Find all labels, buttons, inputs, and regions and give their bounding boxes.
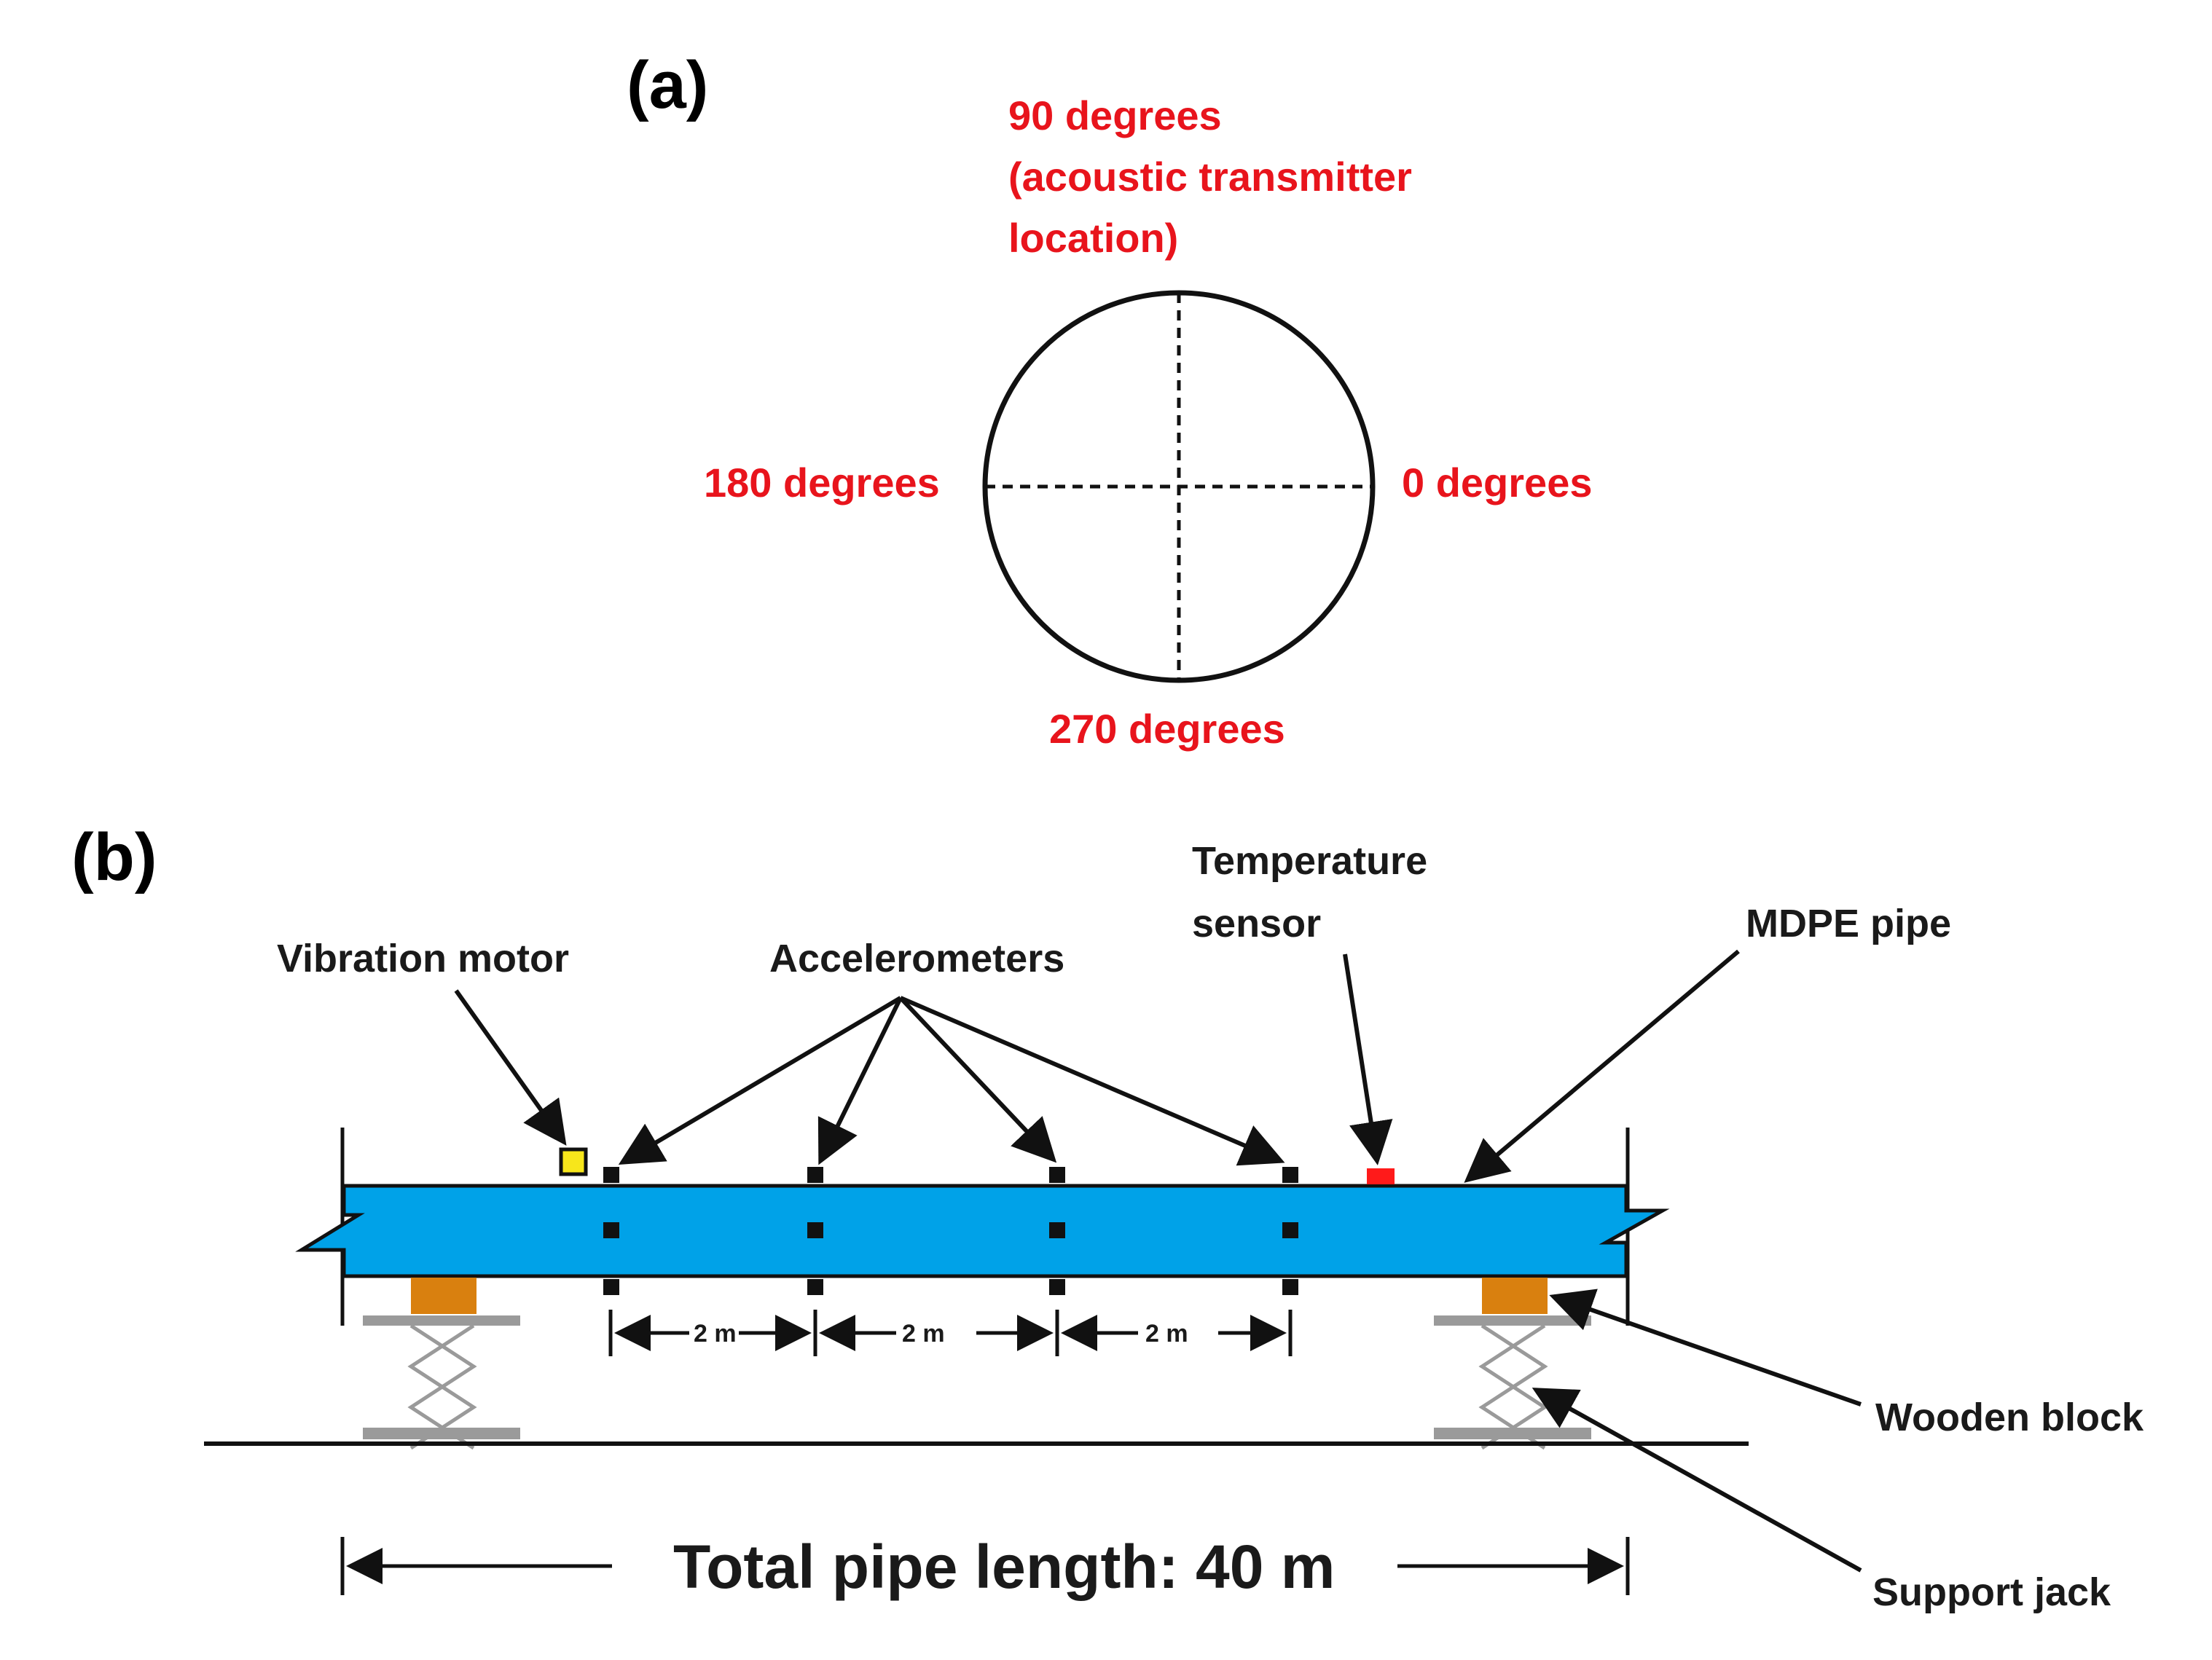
accelerometer-2 — [807, 1167, 823, 1295]
temperature-sensor-label-line2: sensor — [1192, 902, 1321, 945]
vibration-motor-label: Vibration motor — [277, 937, 569, 980]
vibration-motor — [559, 1147, 588, 1176]
angle-180-label: 180 degrees — [704, 460, 940, 506]
mdpe-pipe-label: MDPE pipe — [1746, 902, 1951, 945]
accelerometer-1 — [603, 1167, 619, 1295]
panel-b-label: (b) — [71, 820, 157, 894]
wooden-block-right — [1482, 1278, 1548, 1314]
total-length-dimension — [340, 1537, 1630, 1595]
angle-0-label: 0 degrees — [1402, 460, 1593, 506]
support-jack-label: Support jack — [1872, 1570, 2111, 1614]
angle-90-label-line2: (acoustic transmitter — [1008, 154, 1412, 200]
spacing-label-2: 2 m — [902, 1320, 945, 1348]
orientation-diagram — [982, 290, 1376, 683]
support-jack-right — [1434, 1315, 1591, 1450]
angle-270-label: 270 degrees — [1049, 706, 1285, 752]
total-length-label: Total pipe length: 40 m — [673, 1533, 1336, 1601]
accelerometer-4 — [1282, 1167, 1298, 1295]
spacing-label-1: 2 m — [694, 1320, 737, 1348]
wooden-block-label: Wooden block — [1875, 1396, 2144, 1439]
accelerometer-3 — [1049, 1167, 1065, 1295]
spacing-dimensions — [608, 1310, 1293, 1356]
wooden-block-left — [411, 1278, 476, 1314]
angle-90-label-line3: location) — [1008, 215, 1178, 261]
temperature-sensor — [1367, 1168, 1395, 1184]
mdpe-pipe-body — [295, 1184, 1670, 1278]
spacing-label-3: 2 m — [1145, 1320, 1188, 1348]
support-jack-left — [363, 1315, 520, 1450]
callout-arrows — [454, 949, 1862, 1573]
angle-90-label-line1: 90 degrees — [1008, 93, 1222, 138]
temperature-sensor-label-line1: Temperature — [1192, 839, 1427, 883]
accelerometers-label: Accelerometers — [769, 937, 1064, 980]
panel-a-label: (a) — [627, 48, 708, 122]
